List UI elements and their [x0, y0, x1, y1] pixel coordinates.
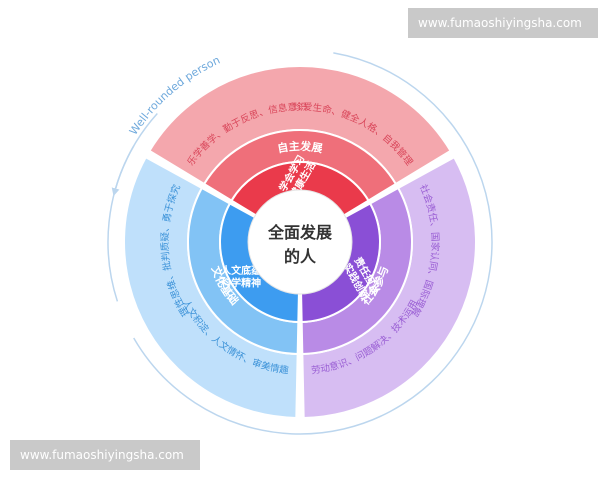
center-label-line2: 的人 [284, 247, 317, 266]
watermark-top: www.fumaoshiyingsha.com [408, 8, 598, 38]
segment-rings [123, 65, 477, 419]
guide-ring-arc-right [133, 52, 493, 435]
guide-ring-arc-left [107, 145, 135, 302]
watermark-bottom: www.fumaoshiyingsha.com [10, 440, 200, 470]
segment-culture-core-label: 人文底蕴科学精神 [221, 264, 261, 290]
center-label-line1: 全面发展 [267, 223, 333, 242]
center-circle [247, 189, 353, 295]
